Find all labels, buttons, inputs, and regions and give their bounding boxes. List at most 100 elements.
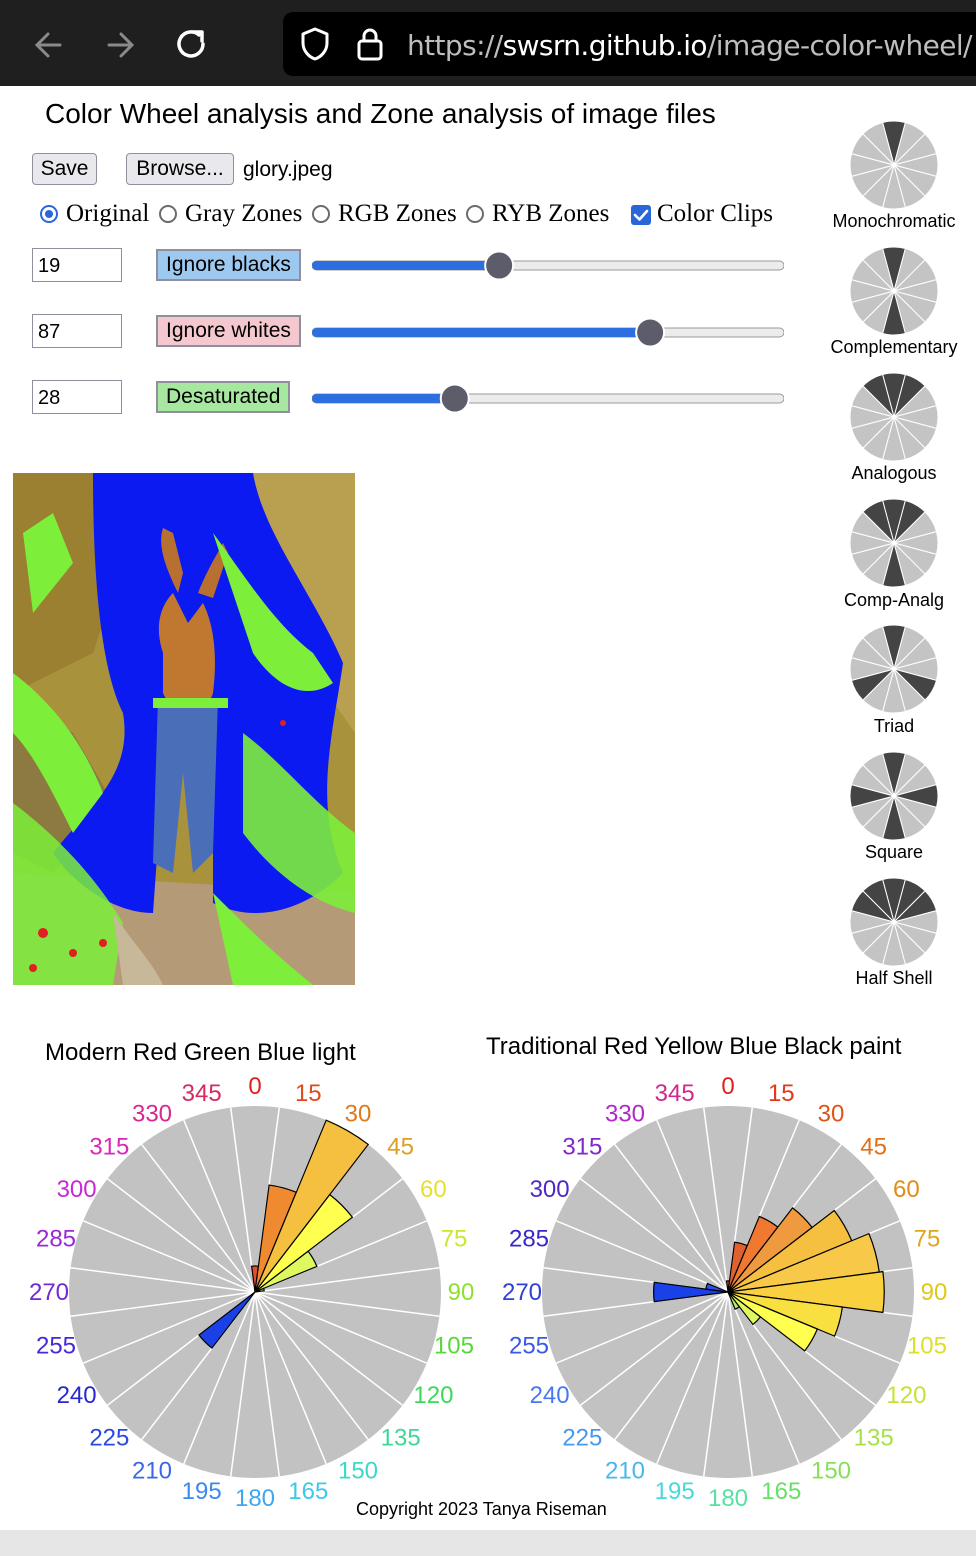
rgb-angle-label: 165 bbox=[288, 1478, 328, 1505]
rgb-angle-label: 270 bbox=[29, 1279, 69, 1306]
ryb-angle-label: 15 bbox=[768, 1080, 795, 1107]
rgb-spoke bbox=[254, 1291, 281, 1477]
ryb-angle-label: 0 bbox=[721, 1073, 734, 1100]
ryb-hue-wedge-150 bbox=[727, 1291, 741, 1310]
ryb-angle-label: 345 bbox=[655, 1080, 695, 1107]
half-shell-scheme-icon[interactable] bbox=[848, 876, 940, 968]
ryb-spoke bbox=[727, 1291, 754, 1477]
ryb-angle-label: 165 bbox=[761, 1478, 801, 1505]
radio-ryb-zones-label[interactable]: RYB Zones bbox=[492, 200, 610, 227]
radio-gray-zones[interactable] bbox=[159, 205, 177, 223]
radio-rgb-zones-label[interactable]: RGB Zones bbox=[338, 200, 457, 227]
rgb-hue-wedge-30 bbox=[254, 1119, 370, 1293]
complementary-label: Complementary bbox=[830, 337, 958, 357]
analogous-label: Analogous bbox=[851, 463, 937, 483]
rgb-angle-label: 135 bbox=[381, 1425, 421, 1452]
url-text[interactable]: https://swsrn.github.io/image-color-whee… bbox=[407, 29, 972, 62]
ryb-spoke bbox=[702, 1291, 729, 1477]
copyright: Copyright 2023 Tanya Riseman bbox=[356, 1499, 607, 1519]
ryb-spoke bbox=[614, 1291, 729, 1441]
analogous-scheme-icon[interactable] bbox=[848, 371, 940, 463]
ryb-angle-label: 195 bbox=[655, 1478, 695, 1505]
ryb-angle-label: 240 bbox=[530, 1382, 570, 1409]
rgb-spoke bbox=[70, 1266, 256, 1293]
lock-icon[interactable] bbox=[356, 26, 384, 62]
ryb-angle-label: 210 bbox=[605, 1457, 645, 1484]
window-bottom-edge bbox=[0, 1530, 976, 1556]
ignore-blacks-slider[interactable] bbox=[312, 249, 784, 283]
color-clips-checkbox[interactable] bbox=[631, 205, 651, 225]
ignore-blacks-thumb[interactable] bbox=[484, 250, 515, 281]
rgb-spoke bbox=[254, 1291, 327, 1465]
monochromatic-label: Monochromatic bbox=[832, 211, 956, 231]
rgb-angle-label: 240 bbox=[57, 1382, 97, 1409]
rgb-angle-label: 345 bbox=[182, 1080, 222, 1107]
save-button[interactable]: Save bbox=[32, 153, 97, 185]
ignore-whites-button[interactable]: Ignore whites bbox=[156, 315, 301, 347]
color-clips-label[interactable]: Color Clips bbox=[657, 200, 773, 227]
rgb-spoke bbox=[106, 1178, 256, 1293]
desaturated-thumb[interactable] bbox=[439, 383, 470, 414]
rgb-angle-label: 45 bbox=[387, 1133, 414, 1160]
file-name: glory.jpeg bbox=[243, 158, 333, 181]
rgb-spoke bbox=[183, 1291, 256, 1465]
rgb-angle-label: 120 bbox=[413, 1382, 453, 1409]
ryb-wheel-title: Traditional Red Yellow Blue Black paint bbox=[486, 1033, 902, 1060]
complementary-scheme-icon[interactable] bbox=[848, 245, 940, 337]
desaturated-input[interactable]: 28 bbox=[32, 380, 122, 414]
rgb-angle-label: 330 bbox=[132, 1101, 172, 1128]
radio-original[interactable] bbox=[40, 205, 58, 223]
scheme-sector bbox=[862, 373, 895, 419]
ryb-spoke bbox=[579, 1178, 729, 1293]
ryb-angle-label: 30 bbox=[818, 1101, 845, 1128]
ignore-blacks-input[interactable]: 19 bbox=[32, 248, 122, 282]
forward-icon[interactable] bbox=[97, 22, 143, 68]
back-icon[interactable] bbox=[26, 22, 72, 68]
ryb-angle-label: 270 bbox=[502, 1279, 542, 1306]
monochromatic-scheme-icon[interactable] bbox=[848, 119, 940, 211]
radio-gray-zones-label[interactable]: Gray Zones bbox=[185, 200, 303, 227]
rgb-spoke bbox=[183, 1119, 256, 1293]
ryb-spoke bbox=[555, 1220, 729, 1293]
ignore-whites-fill bbox=[312, 328, 651, 337]
reload-icon[interactable] bbox=[169, 22, 215, 68]
url-bar[interactable]: https://swsrn.github.io/image-color-whee… bbox=[283, 12, 976, 76]
rgb-angle-label: 75 bbox=[441, 1226, 468, 1253]
rgb-hue-wedge-75 bbox=[254, 1287, 265, 1293]
triad-scheme-icon[interactable] bbox=[848, 623, 940, 715]
ryb-hue-wedge-135 bbox=[727, 1291, 762, 1326]
rgb-spoke bbox=[229, 1107, 256, 1293]
radio-rgb-zones[interactable] bbox=[312, 205, 330, 223]
rgb-angle-label: 300 bbox=[57, 1176, 97, 1203]
browse-button[interactable]: Browse... bbox=[126, 153, 234, 185]
ryb-spoke bbox=[727, 1291, 800, 1465]
square-label: Square bbox=[864, 842, 924, 862]
scheme-sector bbox=[862, 499, 895, 545]
ignore-whites-input[interactable]: 87 bbox=[32, 314, 122, 348]
ryb-hue-wedge-105 bbox=[727, 1291, 844, 1337]
rgb-angle-label: 90 bbox=[448, 1279, 475, 1306]
ryb-angle-label: 330 bbox=[605, 1101, 645, 1128]
desaturated-button[interactable]: Desaturated bbox=[156, 381, 291, 413]
radio-original-label[interactable]: Original bbox=[66, 200, 150, 227]
rgb-angle-label: 315 bbox=[89, 1133, 129, 1160]
rgb-angle-label: 105 bbox=[434, 1332, 474, 1359]
radio-ryb-zones[interactable] bbox=[466, 205, 484, 223]
rgb-angle-label: 225 bbox=[89, 1425, 129, 1452]
comp-analg-scheme-icon[interactable] bbox=[848, 497, 940, 589]
ryb-angle-label: 75 bbox=[914, 1226, 941, 1253]
rgb-spoke bbox=[254, 1266, 440, 1293]
desaturated-slider[interactable] bbox=[312, 382, 784, 416]
triad-label: Triad bbox=[873, 716, 915, 736]
square-scheme-icon[interactable] bbox=[848, 750, 940, 842]
rgb-hue-wedge-225 bbox=[198, 1291, 256, 1349]
shield-icon[interactable] bbox=[299, 26, 331, 62]
scheme-sector bbox=[862, 247, 895, 293]
rgb-spoke bbox=[82, 1220, 256, 1293]
ryb-angle-label: 90 bbox=[921, 1279, 948, 1306]
ignore-whites-slider[interactable] bbox=[312, 316, 784, 350]
ignore-blacks-button[interactable]: Ignore blacks bbox=[156, 249, 301, 281]
ignore-whites-thumb[interactable] bbox=[635, 317, 666, 348]
rgb-spoke bbox=[70, 1291, 256, 1318]
